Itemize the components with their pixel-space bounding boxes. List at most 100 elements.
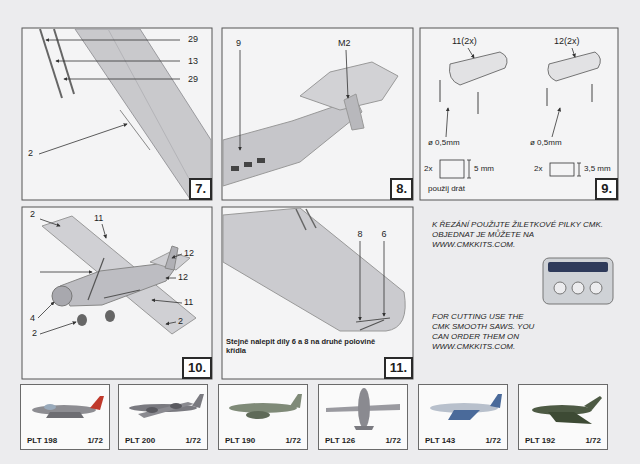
kit-thumbnail [448, 410, 480, 420]
kit-thumbnail [246, 411, 270, 419]
instruction-note: Stejně nalepit díly 6 a 8 na druhé polov… [226, 337, 384, 355]
step-number-box: 10. [182, 357, 212, 379]
kit-code: PLT 126 [325, 436, 355, 446]
kit-thumbnail [518, 384, 608, 450]
panel-frame [222, 28, 413, 200]
saw-tool [548, 262, 608, 272]
leader-line [39, 124, 127, 154]
kit-scale: 1/72 [385, 436, 401, 446]
panel-frame [22, 207, 212, 379]
callout-number: M2 [338, 38, 351, 49]
kit-code: PLT 190 [225, 436, 255, 446]
callout-number: 2 [30, 209, 35, 220]
strut-part [449, 52, 507, 85]
advert-text: K ŘEZÁNÍ POUŽIJTE ŽILETKOVÉ PILKY CMK. O… [432, 220, 616, 250]
kit-thumbnail [318, 384, 408, 450]
leader-line [240, 50, 348, 150]
wire [478, 92, 479, 114]
leader-line [172, 254, 182, 258]
callout-number: 2 [28, 148, 33, 159]
callout-number: 2 [32, 328, 37, 339]
leader-line [446, 48, 575, 137]
wing-closeup [40, 29, 211, 199]
saw-tool [554, 282, 566, 294]
callout-number: 9 [236, 38, 241, 49]
kit-thumbnail [90, 396, 104, 410]
step-number: 10. [188, 360, 206, 376]
wire-size-sketch [440, 160, 464, 178]
wire [440, 80, 441, 102]
wire-size-sketch [440, 160, 581, 178]
leader-line [572, 48, 575, 57]
kit-thumbnail [138, 402, 194, 418]
step-number: 9. [601, 181, 612, 197]
callout-number: 13 [188, 56, 198, 67]
step-number-box: 7. [189, 178, 212, 200]
kit-thumbnail [418, 384, 508, 450]
fuselage-tail [244, 162, 252, 167]
step-number-box: 11. [384, 357, 413, 379]
part-count: 11(2x) [452, 36, 477, 47]
advert-text: FOR CUTTING USE THE CMK SMOOTH SAWS. YOU… [432, 312, 538, 352]
kit-thumbnail [490, 394, 502, 408]
callout-number: 11 [94, 213, 103, 224]
aircraft [42, 216, 196, 334]
leader-line [38, 302, 54, 318]
panel-frame [420, 28, 618, 200]
kit-code: PLT 192 [525, 436, 555, 446]
leader-line [360, 241, 361, 320]
kit-thumbnail [192, 394, 204, 408]
quantity: 2x [424, 164, 432, 174]
wire-size-sketch [469, 160, 470, 178]
quantity: 2x [534, 164, 542, 174]
leader-line [64, 79, 180, 80]
callout-number: 11 [184, 297, 193, 308]
aircraft [77, 314, 87, 326]
wire-size-sketch [579, 163, 580, 176]
kit-thumbnail-box: PLT 192 1/72 [518, 384, 608, 450]
wire [547, 88, 548, 106]
kit-thumbnail [118, 384, 208, 450]
saw-tool [590, 282, 602, 294]
wing-closeup [75, 29, 211, 199]
fuselage-tail [231, 166, 239, 171]
kit-code: PLT 198 [27, 436, 57, 446]
callout-number: 6 [381, 229, 386, 240]
leader-line [166, 322, 176, 324]
leader-line [102, 224, 106, 238]
kit-scale: 1/72 [585, 436, 601, 446]
kit-scale: 1/72 [285, 436, 301, 446]
kit-scale: 1/72 [185, 436, 201, 446]
wire-size-sketch [467, 178, 471, 179]
kit-thumbnail [358, 388, 370, 428]
wing-underside [296, 209, 306, 230]
kit-code: PLT 200 [125, 436, 155, 446]
aircraft [165, 246, 178, 270]
step-number-box: 8. [390, 178, 413, 200]
kit-thumbnail-box: PLT 190 1/72 [218, 384, 308, 450]
leader-line [552, 108, 560, 137]
kit-thumbnail [518, 384, 608, 450]
aircraft [105, 310, 115, 322]
kit-thumbnail [548, 412, 592, 424]
strut-part [449, 52, 600, 85]
callout-number: 12 [184, 248, 194, 259]
wire-size-sketch [577, 176, 581, 177]
fuselage-tail [223, 62, 398, 186]
wire [440, 80, 592, 114]
leader-line [360, 241, 384, 320]
leader-line [40, 272, 92, 273]
kit-scale: 1/72 [87, 436, 103, 446]
callout-number: 2 [178, 316, 183, 327]
aircraft [42, 216, 196, 334]
kit-thumbnail [146, 407, 158, 413]
kit-code: PLT 143 [425, 436, 455, 446]
wing-underside [223, 208, 405, 331]
saw-tool [543, 258, 613, 304]
leader-line [46, 40, 180, 41]
kit-thumbnail [20, 384, 110, 450]
wing-underside [223, 208, 405, 331]
